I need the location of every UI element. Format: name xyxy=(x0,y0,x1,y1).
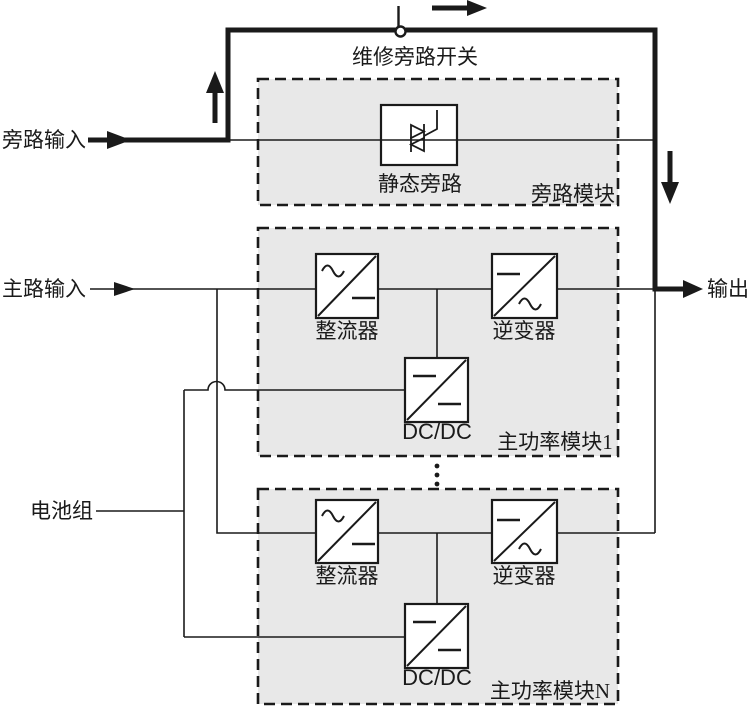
main-input-arrow-icon xyxy=(114,282,135,296)
wire-maintenance-bypass-thick xyxy=(88,27,684,292)
battery-label: 电池组 xyxy=(30,499,93,523)
inverter-n-label: 逆变器 xyxy=(492,564,556,588)
thyristor-icon xyxy=(408,110,438,153)
rectifier-n-icon xyxy=(317,501,377,562)
dcdc-n-icon xyxy=(406,605,467,667)
static-bypass-label: 静态旁路 xyxy=(378,172,462,196)
main-input-label: 主路输入 xyxy=(2,277,86,301)
flow-down-arrow-icon xyxy=(661,182,679,204)
output-arrow-icon xyxy=(683,280,703,298)
ac-symbol xyxy=(321,264,345,278)
rectifier-n-label: 整流器 xyxy=(315,564,379,588)
main-power-module-1-label: 主功率模块1 xyxy=(497,430,613,454)
inverter-1-label: 逆变器 xyxy=(492,319,556,343)
modules-ellipsis-icon xyxy=(434,463,440,487)
flow-up-arrow-icon xyxy=(206,71,224,93)
flow-right-arrow-icon xyxy=(467,0,487,16)
dcdc-1-label: DC/DC xyxy=(402,419,472,444)
main-power-module-n-label: 主功率模块N xyxy=(489,679,611,703)
ac-symbol xyxy=(321,509,345,523)
output-label: 输出 xyxy=(707,277,749,301)
inverter-n-icon xyxy=(493,501,556,562)
rectifier-1-label: 整流器 xyxy=(315,319,379,343)
maintenance-switch-icon xyxy=(394,6,407,38)
wire-battery-dcdc1-with-hop xyxy=(184,380,405,391)
dcdc-n-label: DC/DC xyxy=(402,665,472,690)
bypass-input-arrow-icon xyxy=(107,131,131,149)
inverter-1-icon xyxy=(493,255,556,317)
ac-symbol xyxy=(518,542,542,556)
wire-main-input-branch-moduleN xyxy=(216,289,316,534)
maintenance-switch-label: 维修旁路开关 xyxy=(352,45,478,69)
rectifier-1-icon xyxy=(317,255,377,317)
dcdc-1-icon xyxy=(406,359,467,421)
bypass-input-label: 旁路输入 xyxy=(2,128,86,152)
bypass-module-label: 旁路模块 xyxy=(531,182,615,206)
ac-symbol xyxy=(518,297,542,311)
